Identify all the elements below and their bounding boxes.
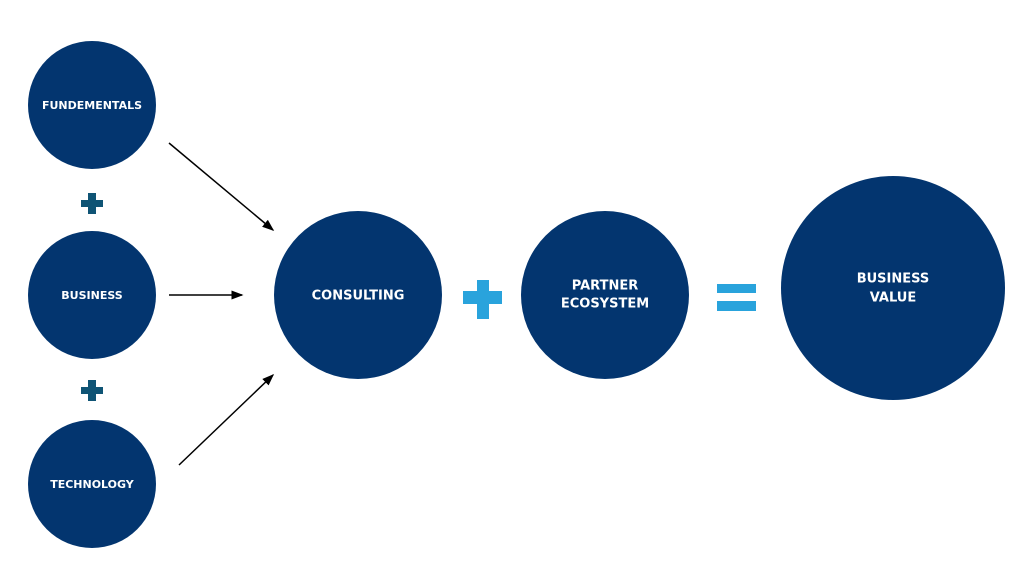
- plus-icon: [463, 280, 502, 319]
- node-label: BUSINESS: [857, 272, 930, 287]
- plus-icon: [81, 193, 103, 214]
- node-label: PARTNER: [572, 279, 638, 294]
- node-business-value: BUSINESS VALUE: [781, 176, 1005, 400]
- plus-icon: [81, 380, 103, 401]
- node-business: BUSINESS: [28, 231, 156, 359]
- node-label: VALUE: [870, 291, 917, 306]
- node-label: ECOSYSTEM: [561, 297, 649, 312]
- node-label: TECHNOLOGY: [50, 478, 135, 491]
- node-label: BUSINESS: [61, 289, 122, 302]
- node-fundementals: FUNDEMENTALS: [28, 41, 156, 169]
- equals-icon: [717, 284, 756, 311]
- node-consulting: CONSULTING: [274, 211, 442, 379]
- node-label: CONSULTING: [312, 289, 405, 304]
- node-label: FUNDEMENTALS: [42, 99, 142, 112]
- node-technology: TECHNOLOGY: [28, 420, 156, 548]
- arrow-icon: [178, 373, 275, 466]
- node-partner-ecosystem: PARTNER ECOSYSTEM: [521, 211, 689, 379]
- arrow-icon: [168, 142, 275, 231]
